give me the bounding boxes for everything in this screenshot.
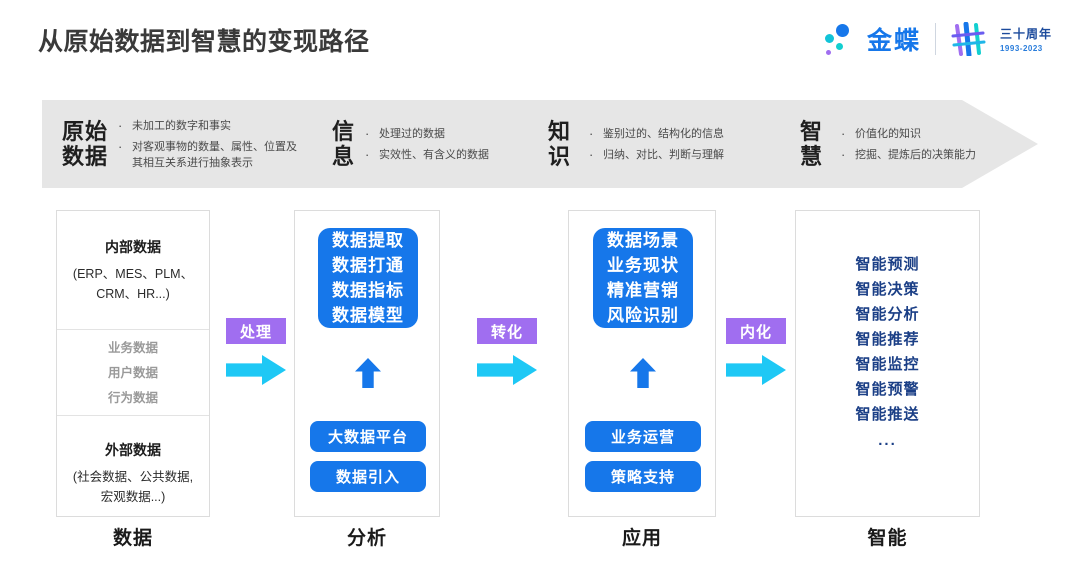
kingdee-dots-icon [823,22,857,56]
data-type-item: 用户数据 [107,365,158,380]
banner-bullet-text: 实效性、有含义的数据 [379,148,490,161]
banner-segment-title: 知 识 [548,118,572,169]
intelligence-item-more: ... [878,432,897,449]
column-label-intelligence: 智能 [867,528,908,549]
intelligence-capability-list: 智能预测 智能决策 智能分析 智能推荐 智能监控 智能预警 智能推送 ... [795,252,980,455]
banner-segment-raw-data: 原始 数据 · 未加工的数字和事实 · 对客观事物的数量、属性、位置及其相互关系… [62,100,307,188]
application-item: 风险识别 [607,305,679,325]
connector-tag: 转化 [477,318,537,344]
intelligence-item: 智能预测 [855,256,920,273]
banner-segment-title: 原始 数据 [62,118,109,169]
anniversary-text: 三十周年 1993-2023 [1000,25,1052,53]
external-data-sub: (社会数据、公共数据, 宏观数据...) [72,470,194,504]
analysis-item: 数据模型 [332,305,404,325]
pill-label: 大数据平台 [327,429,408,446]
bullet-dot-icon: · [841,125,846,141]
application-pill-strategy: 策略支持 [585,461,701,492]
intelligence-item: 智能监控 [855,356,920,373]
external-data-block: 外部数据 (社会数据、公共数据, 宏观数据...) [57,416,209,516]
connector-internalization: 内化 [726,318,786,385]
data-types-block: 业务数据 用户数据 行为数据 [57,329,209,416]
analysis-capability-box: 数据提取 数据打通 数据指标 数据模型 [318,228,418,328]
bullet-dot-icon: · [365,125,370,141]
analysis-item: 数据指标 [332,280,404,300]
banner-bullet: · 实效性、有含义的数据 [365,147,489,163]
column-label-application: 应用 [621,528,662,549]
pill-label: 业务运营 [610,429,675,446]
banner-segment-knowledge: 知 识 · 鉴别过的、结构化的信息 · 归纳、对比、判断与理解 [548,100,724,188]
connector-transformation: 转化 [477,318,537,385]
column-label-analysis: 分析 [346,528,387,549]
internal-data-sub: (ERP、MES、PLM、 CRM、HR...) [72,266,194,301]
arrow-right-icon [477,355,537,385]
banner-segment-title: 信 息 [332,118,356,169]
page-title: 从原始数据到智慧的变现路径 [38,28,370,56]
bullet-dot-icon: · [118,117,123,133]
banner-bullet: · 挖掘、提炼后的决策能力 [841,147,976,163]
pill-label: 数据引入 [335,469,400,486]
intelligence-item: 智能决策 [855,281,920,298]
intelligence-item: 智能预警 [855,381,920,398]
application-item: 精准营销 [607,280,679,300]
analysis-item: 数据提取 [332,230,404,250]
connector-label: 转化 [490,323,523,341]
intelligence-item: 智能推荐 [855,331,920,348]
connector-processing: 处理 [226,318,286,385]
dikw-banner: 原始 数据 · 未加工的数字和事实 · 对客观事物的数量、属性、位置及其相互关系… [42,100,1038,188]
banner-bullet: · 对客观事物的数量、属性、位置及其相互关系进行抽象表示 [118,139,307,171]
pill-label: 策略支持 [610,469,675,486]
data-type-item: 行为数据 [107,390,158,405]
application-capability-box: 数据场景 业务现状 精准营销 风险识别 [593,228,693,328]
column-card-data: 内部数据 (ERP、MES、PLM、 CRM、HR...) 业务数据 用户数据 … [56,210,210,517]
bullet-dot-icon: · [589,125,594,141]
banner-bullet: · 处理过的数据 [365,126,489,142]
column-label-data: 数据 [112,528,153,549]
anniversary-years: 1993-2023 [999,44,1043,53]
intelligence-item: 智能分析 [855,306,920,323]
anniversary-label: 三十周年 [999,27,1052,41]
brand-name: 金蝶 [866,27,921,55]
bullet-dot-icon: · [589,146,594,162]
connector-label: 处理 [239,323,272,341]
banner-bullet-text: 归纳、对比、判断与理解 [603,148,725,161]
column-card-intelligence [795,210,980,517]
application-item: 业务现状 [607,255,679,275]
application-pill-operations: 业务运营 [585,421,701,452]
brand-logo: 金蝶 三十周年 1993-2023 [823,16,1052,62]
connector-tag: 内化 [726,318,786,344]
analysis-pill-ingest: 数据引入 [310,461,426,492]
banner-bullet-text: 价值化的知识 [855,127,922,140]
analysis-pill-platform: 大数据平台 [310,421,426,452]
connector-tag: 处理 [226,318,286,344]
banner-bullet-text: 处理过的数据 [379,127,446,140]
anniversary-mark-icon [950,21,990,58]
arrow-right-icon [226,355,286,385]
external-data-heading: 外部数据 [105,442,161,458]
banner-bullet-text: 挖掘、提炼后的决策能力 [855,148,977,161]
banner-segment-wisdom: 智 慧 · 价值化的知识 · 挖掘、提炼后的决策能力 [800,100,976,188]
banner-segment-information: 信 息 · 处理过的数据 · 实效性、有含义的数据 [332,100,489,188]
banner-bullet-text: 未加工的数字和事实 [132,119,232,132]
bullet-dot-icon: · [841,146,846,162]
arrow-right-icon [726,355,786,385]
internal-data-block: 内部数据 (ERP、MES、PLM、 CRM、HR...) [57,211,209,329]
banner-bullet: · 价值化的知识 [841,126,976,142]
bullet-dot-icon: · [365,146,370,162]
banner-bullet: · 鉴别过的、结构化的信息 [589,126,724,142]
internal-data-heading: 内部数据 [105,238,161,255]
application-item: 数据场景 [607,230,679,250]
intelligence-item: 智能推送 [855,406,920,423]
connector-label: 内化 [739,323,772,341]
banner-bullet-text: 对客观事物的数量、属性、位置及其相互关系进行抽象表示 [132,140,298,169]
banner-bullet-text: 鉴别过的、结构化的信息 [603,127,725,140]
data-type-item: 业务数据 [107,340,158,355]
bullet-dot-icon: · [118,138,123,154]
banner-bullet: · 归纳、对比、判断与理解 [589,147,724,163]
brand-divider [934,23,936,55]
banner-segment-title: 智 慧 [800,118,824,169]
banner-bullet: · 未加工的数字和事实 [118,118,307,134]
analysis-item: 数据打通 [332,255,404,275]
